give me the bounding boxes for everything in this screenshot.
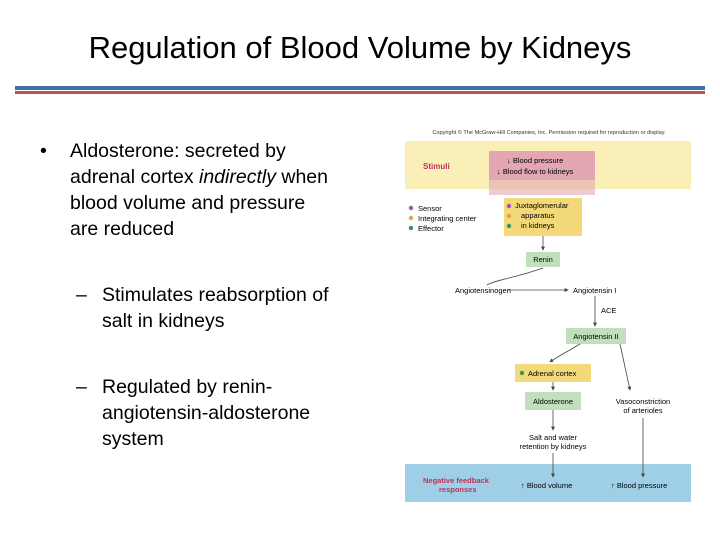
renin-label: Renin xyxy=(533,255,553,264)
raas-diagram: Copyright © The McGraw-Hill Companies, I… xyxy=(405,128,700,506)
stimuli-box xyxy=(489,151,595,180)
angiotensin2-box xyxy=(566,328,626,344)
stimuli-line: ↓ Blood flow to kidneys xyxy=(497,167,574,176)
sub-bullet-reabsorption: – Stimulates reabsorption of salt in kid… xyxy=(40,282,370,334)
arrow-to-vaso xyxy=(619,343,632,391)
bullet-line: adrenal cortex indirectly when xyxy=(70,164,370,190)
juxtaglomerular-box xyxy=(504,198,582,236)
vaso-line: of arterioles xyxy=(623,406,662,415)
effector-dot xyxy=(506,223,512,229)
angiotensin1-label: Angiotensin I xyxy=(573,286,616,295)
adrenal-label: Adrenal cortex xyxy=(528,369,577,378)
salt-line: Salt and water xyxy=(529,433,577,442)
title-rule-red xyxy=(15,91,705,94)
bullet-aldosterone: • Aldosterone: secreted by adrenal corte… xyxy=(40,138,370,242)
salt-line: retention by kidneys xyxy=(520,442,587,451)
blood-volume-label: ↑ Blood volume xyxy=(521,481,572,490)
sub-bullet-line: Stimulates reabsorption of xyxy=(102,284,329,306)
raas-diagram-svg: Copyright © The McGraw-Hill Companies, I… xyxy=(405,129,691,502)
stimuli-line: ↓ Blood pressure xyxy=(507,156,563,165)
slide-title: Regulation of Blood Volume by Kidneys xyxy=(88,30,632,65)
sub-bullet-line: system xyxy=(102,428,164,450)
sub-bullet-dash: – xyxy=(76,376,87,398)
bullet-emphasis: indirectly xyxy=(199,166,276,188)
bullet-line: Aldosterone: secreted by xyxy=(70,140,286,162)
ace-label: ACE xyxy=(601,306,616,315)
bullet-line: blood volume and pressure xyxy=(70,192,306,214)
integrating-dot xyxy=(506,213,512,219)
arrow-to-adrenal xyxy=(549,343,581,363)
bullet-text: adrenal cortex xyxy=(70,166,199,188)
juxta-line: in kidneys xyxy=(521,221,555,230)
aldosterone-label: Aldosterone xyxy=(533,397,573,406)
vaso-line: Vasoconstriction xyxy=(616,397,670,406)
copyright-notice: Copyright © The McGraw-Hill Companies, I… xyxy=(432,129,666,136)
bullet-list: • Aldosterone: secreted by adrenal corte… xyxy=(40,138,370,452)
juxta-line: Juxtaglomerular xyxy=(515,201,569,210)
feedback-line: Negative feedback xyxy=(423,476,490,485)
feedback-line: responses xyxy=(439,485,477,494)
aldosterone-box xyxy=(525,392,581,410)
arrow-renin-angiotensinogen xyxy=(486,267,544,286)
sub-bullet-line: angiotensin-aldosterone xyxy=(102,402,311,424)
renin-box xyxy=(526,252,560,267)
legend-sensor-dot xyxy=(408,205,414,211)
legend-effector-dot xyxy=(408,225,414,231)
legend-integrating: Integrating center xyxy=(418,214,477,223)
stimuli-label: Stimuli xyxy=(423,162,450,171)
legend-integrating-dot xyxy=(408,215,414,221)
sub-bullet-dash: – xyxy=(76,284,87,306)
angiotensinogen-label: Angiotensinogen xyxy=(455,286,511,295)
sub-bullet-regulated: – Regulated by renin- angiotensin-aldost… xyxy=(40,374,370,452)
sub-bullet-line: salt in kidneys xyxy=(102,310,225,332)
stimuli-box-shadow xyxy=(489,180,595,195)
bullet-text: when xyxy=(275,166,328,188)
legend-sensor: Sensor xyxy=(418,204,442,213)
sensor-dot xyxy=(506,203,512,209)
bullet-dot: • xyxy=(40,140,47,162)
sub-bullet-line: Regulated by renin- xyxy=(102,376,273,398)
blood-pressure-label: ↑ Blood pressure xyxy=(611,481,667,490)
legend-effector: Effector xyxy=(418,224,444,233)
angiotensin2-label: Angiotensin II xyxy=(573,332,618,341)
adrenal-cortex-box xyxy=(515,364,591,382)
juxta-line: apparatus xyxy=(521,211,555,220)
adrenal-dot xyxy=(519,370,525,376)
title-rule-blue xyxy=(15,86,705,90)
bullet-line: are reduced xyxy=(70,218,175,240)
